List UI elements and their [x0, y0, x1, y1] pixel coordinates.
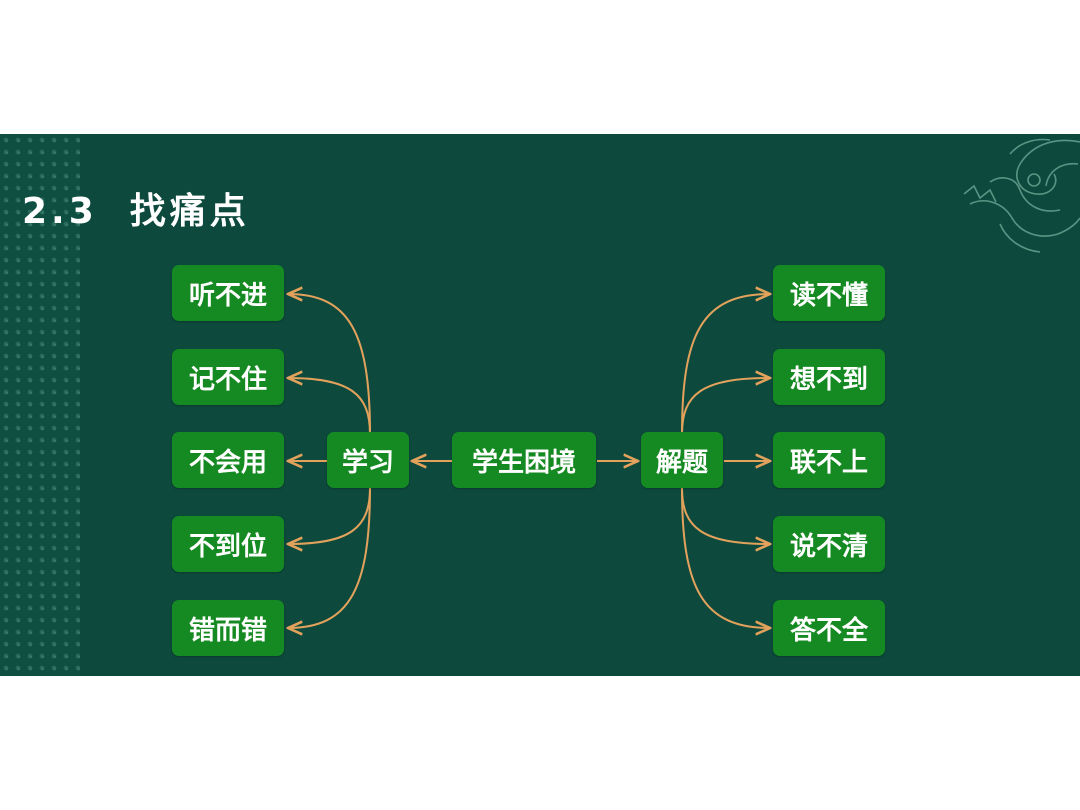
node-right-4: 说不清 — [773, 516, 885, 572]
side-pattern — [0, 134, 80, 676]
arrow-study-2 — [288, 378, 371, 435]
arrow-solve-2 — [681, 378, 770, 435]
node-right-2: 想不到 — [773, 349, 885, 405]
section-title: 找痛点 — [129, 191, 250, 232]
slide-title: 2.3 找痛点 — [22, 182, 250, 234]
node-left-5: 错而错 — [172, 600, 284, 656]
node-left-4: 不到位 — [172, 516, 284, 572]
slide: 2.3 找痛点 — [0, 134, 1080, 676]
arrow-solve-1 — [681, 294, 770, 435]
node-right-5: 答不全 — [773, 600, 885, 656]
node-left-1: 听不进 — [172, 265, 284, 321]
node-solve: 解题 — [641, 432, 723, 488]
node-right-3: 联不上 — [773, 432, 885, 488]
node-right-1: 读不懂 — [773, 265, 885, 321]
arrow-study-4 — [288, 487, 371, 544]
connectors — [0, 134, 1080, 676]
node-left-2: 记不住 — [172, 349, 284, 405]
node-center: 学生困境 — [452, 432, 596, 488]
arrow-solve-5 — [681, 487, 770, 628]
node-study: 学习 — [327, 432, 409, 488]
arrow-study-5 — [288, 487, 371, 628]
arrow-solve-4 — [681, 487, 770, 544]
dragon-ornament-icon — [963, 138, 1080, 253]
section-number: 2.3 — [22, 191, 98, 232]
arrow-study-1 — [288, 294, 371, 435]
node-left-3: 不会用 — [172, 432, 284, 488]
